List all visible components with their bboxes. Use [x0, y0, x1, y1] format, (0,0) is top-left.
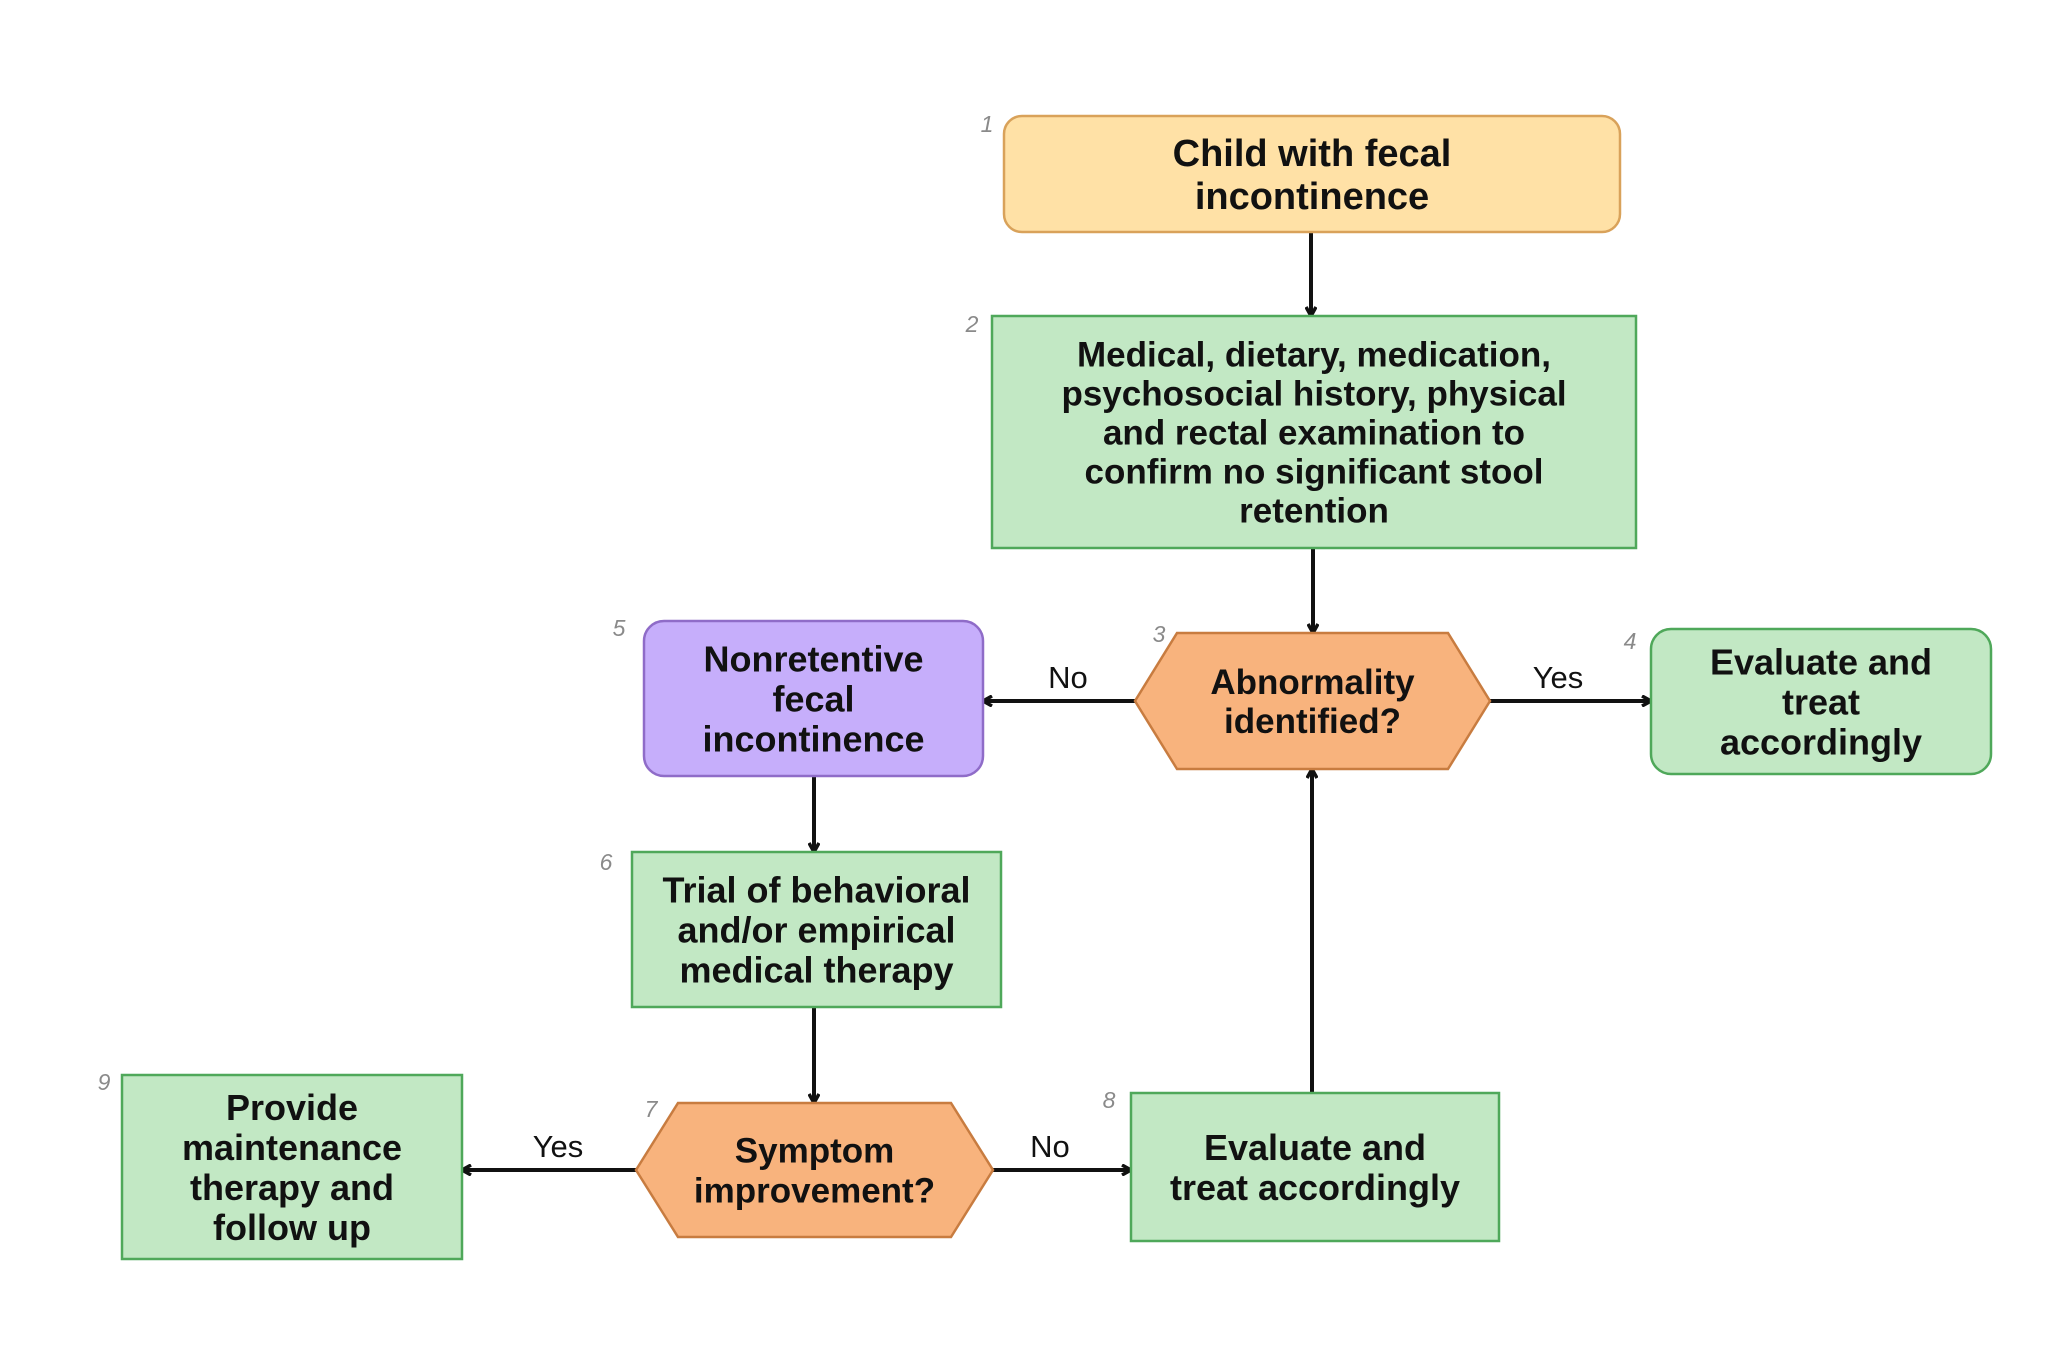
connector-n3-n5: No: [983, 660, 1135, 701]
edge-label: Yes: [1533, 660, 1584, 695]
step-number: 5: [613, 615, 626, 641]
node-text-line: and/or empirical: [677, 909, 955, 950]
node-text-line: incontinence: [1195, 176, 1429, 218]
process-box: [630, 850, 1003, 1009]
node-text-line: Evaluate and: [1204, 1127, 1426, 1168]
node-text-line: retention: [1239, 492, 1389, 531]
connector-n3-n4: Yes: [1490, 660, 1651, 701]
step-number: 6: [600, 849, 613, 875]
decision-hexagon: [1133, 631, 1492, 771]
node-text-line: Trial of behavioral: [662, 869, 970, 910]
node-text-line: improvement?: [694, 1172, 935, 1211]
node-text-line: treat: [1782, 681, 1860, 722]
node-text-line: maintenance: [182, 1127, 402, 1168]
rounded-box: [1002, 114, 1622, 234]
node-text-line: Child with fecal: [1173, 133, 1452, 175]
node-text-line: therapy and: [190, 1167, 394, 1208]
step-number: 1: [981, 111, 994, 137]
node-text-line: treat accordingly: [1170, 1167, 1460, 1208]
rounded-box: [1649, 627, 1993, 776]
edge-label: No: [1048, 660, 1088, 695]
node-text-line: accordingly: [1720, 721, 1922, 762]
edge-label: No: [1030, 1129, 1070, 1164]
step-number: 9: [98, 1069, 111, 1095]
connector-n7-n8: No: [993, 1129, 1131, 1170]
node-text-line: Provide: [226, 1087, 358, 1128]
node-text-line: confirm no significant stool: [1085, 453, 1544, 492]
process-box: [120, 1073, 464, 1261]
step-number: 4: [1624, 628, 1637, 654]
step-number: 7: [645, 1096, 659, 1122]
step-number: 8: [1103, 1087, 1116, 1113]
node-text-line: Medical, dietary, medication,: [1077, 336, 1551, 375]
process-box: [990, 314, 1638, 550]
edge-label: Yes: [533, 1129, 584, 1164]
node-text-line: Symptom: [735, 1132, 894, 1171]
node-text-line: medical therapy: [679, 949, 953, 990]
node-text-line: psychosocial history, physical: [1061, 375, 1566, 414]
node-text-line: incontinence: [702, 718, 924, 759]
node-text-line: and rectal examination to: [1103, 414, 1525, 453]
process-box: [1129, 1091, 1501, 1243]
rounded-box: [642, 619, 985, 778]
node-text-line: follow up: [213, 1207, 371, 1248]
node-text-line: Nonretentive: [703, 638, 923, 679]
node-text-line: fecal: [772, 678, 854, 719]
node-text-line: Evaluate and: [1710, 641, 1932, 682]
flow-node-2: Medical, dietary, medication,psychosocia…: [965, 311, 1638, 550]
decision-hexagon: [634, 1101, 995, 1239]
node-text-line: Abnormality: [1210, 663, 1415, 702]
connector-n7-n9: Yes: [462, 1129, 636, 1170]
step-number: 3: [1153, 621, 1166, 647]
node-text-line: identified?: [1224, 702, 1401, 741]
step-number: 2: [965, 311, 979, 337]
